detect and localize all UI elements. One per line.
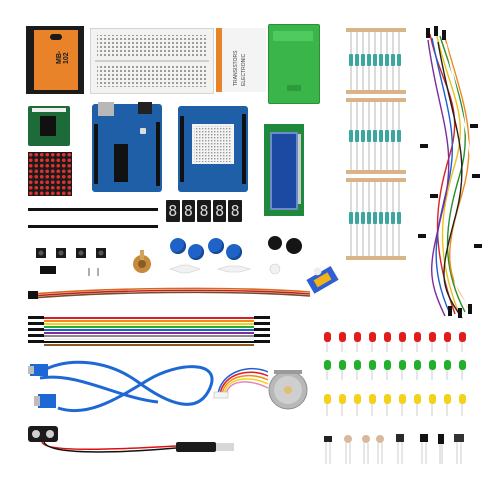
ribbon-jumper-cable-svg — [28, 316, 270, 346]
pin-header-2 — [28, 225, 158, 228]
led-matrix-dots — [28, 152, 72, 196]
seg-digit-2: 8 — [181, 200, 196, 222]
breadboard-holes-svg — [95, 35, 209, 87]
box-latch — [287, 85, 301, 91]
potentiometer-svg — [133, 250, 151, 273]
mini-breadboard-holes — [194, 126, 232, 162]
resistor-strip-2-svg — [346, 98, 406, 174]
package-orange-label: MB-102 — [34, 30, 78, 90]
usb-cable-svg — [28, 360, 214, 413]
driver-header — [32, 108, 66, 112]
lcd-screen — [270, 132, 298, 210]
stepper-motor-cable-svg — [213, 368, 269, 399]
buzzer-1 — [268, 236, 282, 250]
resistor-strip-1 — [346, 26, 406, 96]
servo-horn-1 — [168, 262, 202, 274]
hang-hole — [50, 34, 62, 40]
led-array — [320, 330, 470, 422]
yellow-led-row — [324, 394, 466, 416]
servo-horn-2 — [216, 262, 252, 274]
pin-header-1 — [28, 208, 158, 211]
tactile-switches-svg — [36, 248, 106, 258]
mini-breadboard — [192, 124, 234, 164]
resistor-strip-2 — [346, 96, 406, 176]
ribbon-jumper-cable — [24, 312, 274, 348]
seg-digit-4: 8 — [212, 200, 227, 222]
power-jack — [138, 102, 152, 114]
jumper-wire-bundle — [410, 24, 490, 324]
small-screws-svg — [88, 268, 99, 276]
package-brand-line1: TRANSISTORS — [233, 50, 239, 86]
box-lid-ridge — [273, 31, 313, 41]
package-brand-line2: ELECTRONIC — [241, 53, 247, 86]
servo-cable-svg — [28, 287, 311, 299]
servo-horn-1-svg — [169, 264, 201, 274]
servo-cable — [28, 282, 318, 300]
green-storage-box — [268, 24, 320, 104]
tactile-switches — [34, 246, 110, 260]
usb-port — [98, 102, 114, 116]
servo-horn-2-svg — [216, 265, 252, 273]
led-array-svg — [324, 332, 466, 416]
sensor-components-svg — [324, 434, 464, 464]
ic-chip — [40, 266, 56, 274]
arduino-uno-board — [92, 102, 162, 192]
stepper-driver-board — [28, 106, 70, 146]
jumper-wire-bundle-svg — [418, 26, 482, 319]
header-right — [156, 122, 160, 186]
resistor-strip-3-svg — [346, 178, 406, 260]
sensor-components — [320, 430, 470, 470]
green-led-row — [324, 360, 466, 380]
stepper-motor — [266, 368, 310, 412]
seven-segment-display: 8 8 8 8 8 — [166, 200, 242, 222]
stepper-motor-cable — [212, 360, 272, 400]
lcd-pin-row — [298, 134, 301, 204]
red-led-row — [324, 332, 466, 352]
lcd-module — [264, 124, 304, 216]
prototype-shield — [178, 106, 248, 192]
seg-digit-3: 8 — [197, 200, 211, 222]
reset-button — [140, 128, 146, 134]
button-cap-1 — [170, 238, 186, 254]
mcu-chip — [114, 144, 128, 182]
small-screws — [86, 264, 108, 276]
buzzer-2 — [286, 238, 302, 254]
battery-clip-cable — [26, 424, 256, 458]
potentiometer — [128, 248, 156, 276]
driver-chip — [40, 116, 56, 136]
resistor-strip-1-svg — [346, 28, 406, 94]
shield-header-left — [180, 116, 184, 182]
resistor-strip-3 — [346, 176, 406, 262]
stepper-motor-svg — [268, 370, 308, 410]
usb-cable — [28, 352, 218, 422]
servo-horn-3-svg — [269, 263, 281, 275]
shield-header-right — [242, 114, 246, 184]
breadboard-body — [90, 28, 214, 94]
seg-digit-5: 8 — [228, 200, 242, 222]
seg-digit-1: 8 — [166, 200, 180, 222]
battery-clip-cable-svg — [28, 426, 234, 453]
package-model-label: MB-102 — [56, 50, 70, 64]
package-white-strip: TRANSISTORS ELECTRONIC — [216, 28, 266, 92]
breadboard-package: MB-102 TRANSISTORS ELECTRONIC — [26, 26, 266, 94]
button-cap-4 — [226, 244, 242, 260]
header-left — [94, 124, 98, 184]
servo-horn-3 — [268, 262, 282, 276]
button-cap-2 — [188, 244, 204, 260]
led-matrix — [28, 152, 72, 196]
button-cap-3 — [208, 238, 224, 254]
